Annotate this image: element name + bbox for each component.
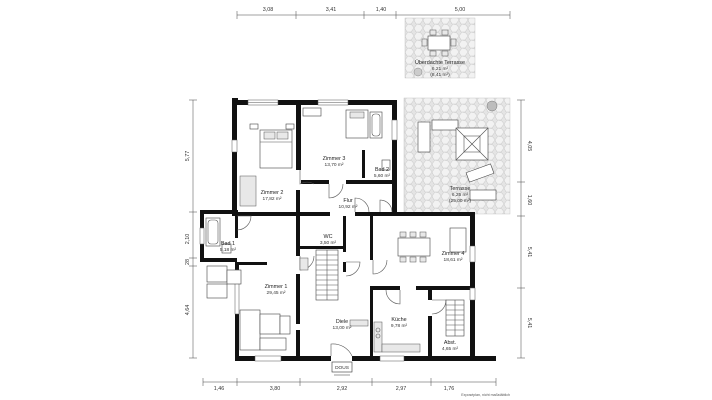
top-dim-2: 3,41 xyxy=(326,7,337,13)
terrace-table xyxy=(427,35,451,51)
diele-area: 13,00 m² xyxy=(333,325,352,331)
right-dimension-chain: 4,05 1,60 5,41 5,41 xyxy=(517,99,532,359)
windows xyxy=(199,99,476,362)
staircase xyxy=(315,249,465,337)
left-dim-2: 2,10 xyxy=(185,234,191,245)
kueche-area: 9,78 m² xyxy=(391,323,408,329)
bottom-dim-1: 1,46 xyxy=(214,386,225,392)
abst-area: 4,65 m² xyxy=(442,346,459,352)
bottom-dim-2: 3,80 xyxy=(270,386,281,392)
zimmer1-name: Zimmer 1 xyxy=(265,284,288,290)
wc-area: 3,50 m² xyxy=(320,240,337,246)
terrace-sofa xyxy=(417,121,431,153)
top-dim-4: 5,00 xyxy=(455,7,466,13)
terrace-area: 6,25 m² xyxy=(452,192,469,198)
zimmer3-area: 13,70 m² xyxy=(325,162,344,168)
footnote: Exposéplan, nicht maßstäblich xyxy=(461,393,510,397)
wc-name: WC xyxy=(324,234,333,240)
terrace-area-gross: (25,00 m²) xyxy=(449,198,472,204)
left-dim-4: 4,64 xyxy=(185,305,191,316)
bottom-dimension-chain: 1,46 3,80 2,92 2,97 1,76 xyxy=(202,378,497,392)
dining-table xyxy=(397,237,431,257)
abst-name: Abst. xyxy=(444,340,456,346)
room-labels: Zimmer 2 17,82 m² Zimmer 3 13,70 m² Bad … xyxy=(220,156,465,352)
zimmer3-name: Zimmer 3 xyxy=(323,156,346,162)
kitchen-counter xyxy=(373,321,383,353)
flur-name: Flur xyxy=(343,198,352,204)
top-dimension-chain: 3,08 3,41 1,40 5,00 xyxy=(236,7,511,19)
flur-area: 10,92 m² xyxy=(339,204,358,210)
covered-terrace: Überdachte Terrasse 6,21 m² (8,41 m²) xyxy=(404,17,476,79)
furniture xyxy=(205,107,467,353)
zimmer4-area: 18,61 m² xyxy=(444,257,463,263)
right-dim-2: 1,60 xyxy=(526,195,532,206)
plant-icon xyxy=(413,67,423,77)
bad2-area: 5,60 m² xyxy=(374,173,391,179)
bad1-name: Bad 1 xyxy=(221,241,235,247)
left-dimension-chain: 5,77 2,10 28 4,64 xyxy=(185,99,197,359)
diele-name: Diele xyxy=(336,319,348,325)
top-dim-1: 3,08 xyxy=(263,7,274,13)
bathtub xyxy=(369,111,383,139)
covered-terrace-area-gross: (8,41 m²) xyxy=(430,72,450,78)
entrance-marker: DOUS xyxy=(331,361,353,376)
sofa xyxy=(239,309,261,351)
top-dim-3: 1,40 xyxy=(376,7,387,13)
zimmer1-area: 29,45 m² xyxy=(267,290,286,296)
left-dim-3: 28 xyxy=(185,259,191,265)
bottom-dim-4: 2,97 xyxy=(396,386,407,392)
terrace: Terrasse 6,25 m² (25,00 m²) xyxy=(403,97,511,215)
right-dim-1: 4,05 xyxy=(526,141,532,152)
bad1-area: 5,18 m² xyxy=(220,247,237,253)
covered-terrace-area: 6,21 m² xyxy=(432,66,449,72)
terrace-name: Terrasse xyxy=(450,186,471,192)
bad2-name: Bad 2 xyxy=(375,167,389,173)
bottom-dim-5: 1,76 xyxy=(444,386,455,392)
kueche-name: Küche xyxy=(391,317,406,323)
zimmer2-name: Zimmer 2 xyxy=(261,190,284,196)
covered-terrace-name: Überdachte Terrasse xyxy=(415,59,465,66)
plant-icon xyxy=(486,100,498,112)
bottom-dim-3: 2,92 xyxy=(337,386,348,392)
right-dim-4: 5,41 xyxy=(526,318,532,329)
entrance-label: DOUS xyxy=(335,365,349,371)
right-dim-3: 5,41 xyxy=(526,247,532,258)
zimmer2-area: 17,82 m² xyxy=(263,196,282,202)
bathtub-2 xyxy=(205,217,221,247)
zimmer4-name: Zimmer 4 xyxy=(442,251,465,257)
left-dim-1: 5,77 xyxy=(185,151,191,162)
